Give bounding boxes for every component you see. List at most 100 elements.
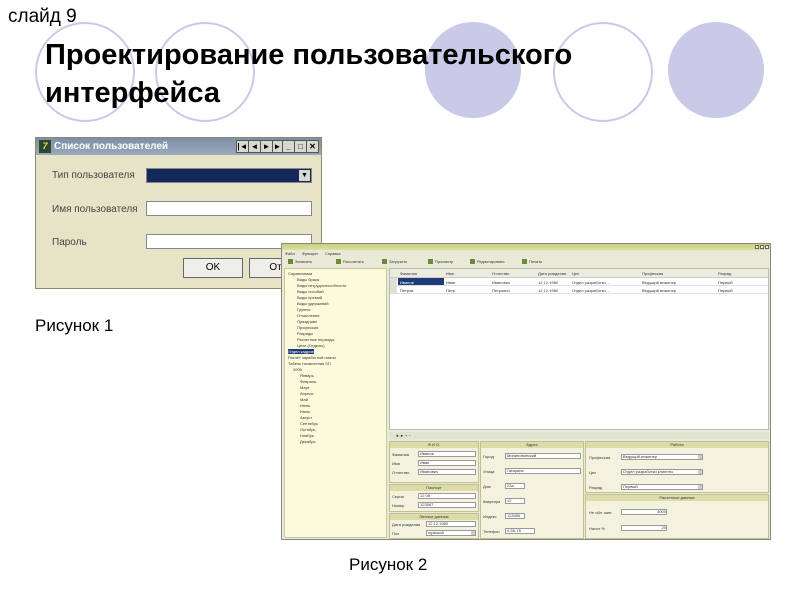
toolbar: Записать Рассчитать Загрузить Просмотр Р… xyxy=(284,258,768,266)
field-label: Телефон xyxy=(483,529,500,534)
chevron-down-icon[interactable] xyxy=(698,470,702,474)
tree-item[interactable]: Праздники xyxy=(297,319,317,324)
column-header[interactable]: Разряд xyxy=(718,271,732,276)
chevron-down-icon[interactable] xyxy=(698,485,702,489)
tree-item[interactable]: Виды брака xyxy=(297,277,320,282)
ok-button[interactable]: OK xyxy=(183,258,243,278)
user-name-input[interactable] xyxy=(146,201,312,216)
tree-item[interactable]: Декабрь xyxy=(300,439,316,444)
minimize-icon[interactable] xyxy=(755,245,759,249)
tree-item[interactable]: Виды удержаний xyxy=(297,301,329,306)
field-label: Разряд xyxy=(589,485,603,490)
next-icon[interactable]: ► xyxy=(260,140,273,153)
tree-item[interactable]: Январь xyxy=(300,373,314,378)
tree-item[interactable]: Табель начисления ЗП xyxy=(288,361,331,366)
tree-item[interactable]: Май xyxy=(300,397,308,402)
tree-item[interactable]: Виды пособий xyxy=(297,289,324,294)
save-icon[interactable] xyxy=(288,259,293,264)
tree-item[interactable]: Группы xyxy=(297,307,311,312)
tree-item[interactable]: Ноябрь xyxy=(300,433,314,438)
navigator-buttons[interactable]: ◄ ► + − xyxy=(395,433,411,438)
tree-item[interactable]: Июнь xyxy=(300,403,311,408)
field-label: Город xyxy=(483,454,494,459)
column-header[interactable]: Профессия xyxy=(642,271,664,276)
column-header[interactable]: Отчество xyxy=(492,271,510,276)
column-header[interactable]: Фамилия xyxy=(400,271,417,276)
field-label: Дата рождения xyxy=(392,522,421,527)
calc-icon[interactable] xyxy=(336,259,341,264)
tree-item[interactable]: Справочники xyxy=(288,271,313,276)
tree-item[interactable]: Апрель xyxy=(300,391,314,396)
print-icon[interactable] xyxy=(522,259,527,264)
tree-item[interactable]: Виды премий xyxy=(297,295,323,300)
chevron-down-icon[interactable] xyxy=(698,455,702,459)
grade-select[interactable]: Первый xyxy=(621,484,703,490)
field-label: Дом xyxy=(483,484,491,489)
surname-input[interactable]: Иванов xyxy=(418,451,476,457)
password-input[interactable] xyxy=(146,234,312,249)
group-header: Расчетные данные xyxy=(586,495,768,501)
tree-item[interactable]: Расчёт заработной платы xyxy=(288,355,336,360)
tree-item[interactable]: Расчетные периоды xyxy=(297,337,335,342)
chevron-down-icon[interactable]: ▼ xyxy=(299,170,310,181)
menu-file[interactable]: Файл xyxy=(285,251,295,256)
min-taxfree-input[interactable]: 4000 xyxy=(621,509,667,515)
maximize-icon[interactable] xyxy=(760,245,764,249)
tree-item-selected[interactable]: Отдел кадров xyxy=(288,349,314,354)
menu-help[interactable]: Справка xyxy=(324,251,341,256)
tree-item[interactable]: Август xyxy=(300,415,313,420)
passport-series-input[interactable]: 12 08 xyxy=(418,493,476,499)
tree-item[interactable]: Цехи (Отделы) xyxy=(297,343,325,348)
tree-item[interactable]: Отчисления xyxy=(297,313,320,318)
birth-date-input[interactable]: 12.12.1980 xyxy=(426,521,476,527)
column-header[interactable]: Дата рождения xyxy=(538,271,567,276)
edit-button[interactable]: Редактировать xyxy=(477,259,505,264)
passport-number-input[interactable]: 123567 xyxy=(418,502,476,508)
deco-circle xyxy=(425,22,521,118)
calc-button[interactable]: Рассчитать xyxy=(343,259,364,264)
tree-item[interactable]: Июль xyxy=(300,409,311,414)
load-icon[interactable] xyxy=(382,259,387,264)
tree-item[interactable]: Март xyxy=(300,385,310,390)
tree-item[interactable]: Профессии xyxy=(297,325,319,330)
deco-circle xyxy=(668,22,764,118)
tree-item[interactable]: Сентябрь xyxy=(300,421,318,426)
close-icon[interactable]: ✕ xyxy=(306,140,319,153)
menu-functions[interactable]: Функции xyxy=(301,251,318,256)
view-button[interactable]: Просмотр xyxy=(435,259,454,264)
user-type-select[interactable]: ▼ xyxy=(146,168,312,183)
group-header: Адрес xyxy=(481,442,583,448)
tree-item[interactable]: Февраль xyxy=(300,379,317,384)
tree-item[interactable]: 2009 xyxy=(293,367,302,372)
tax-percent-input[interactable]: 20 xyxy=(621,525,667,531)
field-label: Пол xyxy=(392,531,400,536)
table-row[interactable]: Петров Петр Петрович 12.12.1980 Отдел ра… xyxy=(390,286,768,294)
zip-input[interactable]: 123456 xyxy=(505,513,525,519)
print-button[interactable]: Печать xyxy=(529,259,543,264)
profession-select[interactable]: Ведущий инженер xyxy=(621,454,703,460)
apartment-input[interactable]: 12 xyxy=(505,498,525,504)
tree-item[interactable]: Разряды xyxy=(297,331,314,336)
gender-select[interactable]: мужской xyxy=(426,530,476,536)
row-indicator-icon xyxy=(390,286,397,293)
load-button[interactable]: Загрузить xyxy=(389,259,408,264)
patronymic-input[interactable]: Иванович xyxy=(418,469,476,475)
table-row[interactable]: Иванов Иван Иванович 12.12.1980 Отдел ра… xyxy=(390,278,768,286)
column-header[interactable]: Цех xyxy=(572,271,580,276)
name-input[interactable]: Иван xyxy=(418,460,476,466)
column-header[interactable]: Имя xyxy=(446,271,454,276)
tree-item[interactable]: Виды нетрудоспособности xyxy=(297,283,347,288)
street-input[interactable]: Гагарина xyxy=(505,468,581,474)
department-select[interactable]: Отдел разработки клиенты xyxy=(621,469,703,475)
city-input[interactable]: Мининовинский xyxy=(505,453,581,459)
house-input[interactable]: 23а xyxy=(505,483,525,489)
field-label: Номер xyxy=(392,503,405,508)
save-button[interactable]: Записать xyxy=(295,259,313,264)
tree-item[interactable]: Октябрь xyxy=(300,427,316,432)
close-icon[interactable] xyxy=(765,245,769,249)
personal-group: Личные данные Дата рождения 12.12.1980 П… xyxy=(389,513,479,539)
phone-input[interactable]: 4-56-78 xyxy=(505,528,535,534)
view-icon[interactable] xyxy=(428,259,433,264)
edit-icon[interactable] xyxy=(470,259,475,264)
chevron-down-icon[interactable] xyxy=(471,531,475,535)
